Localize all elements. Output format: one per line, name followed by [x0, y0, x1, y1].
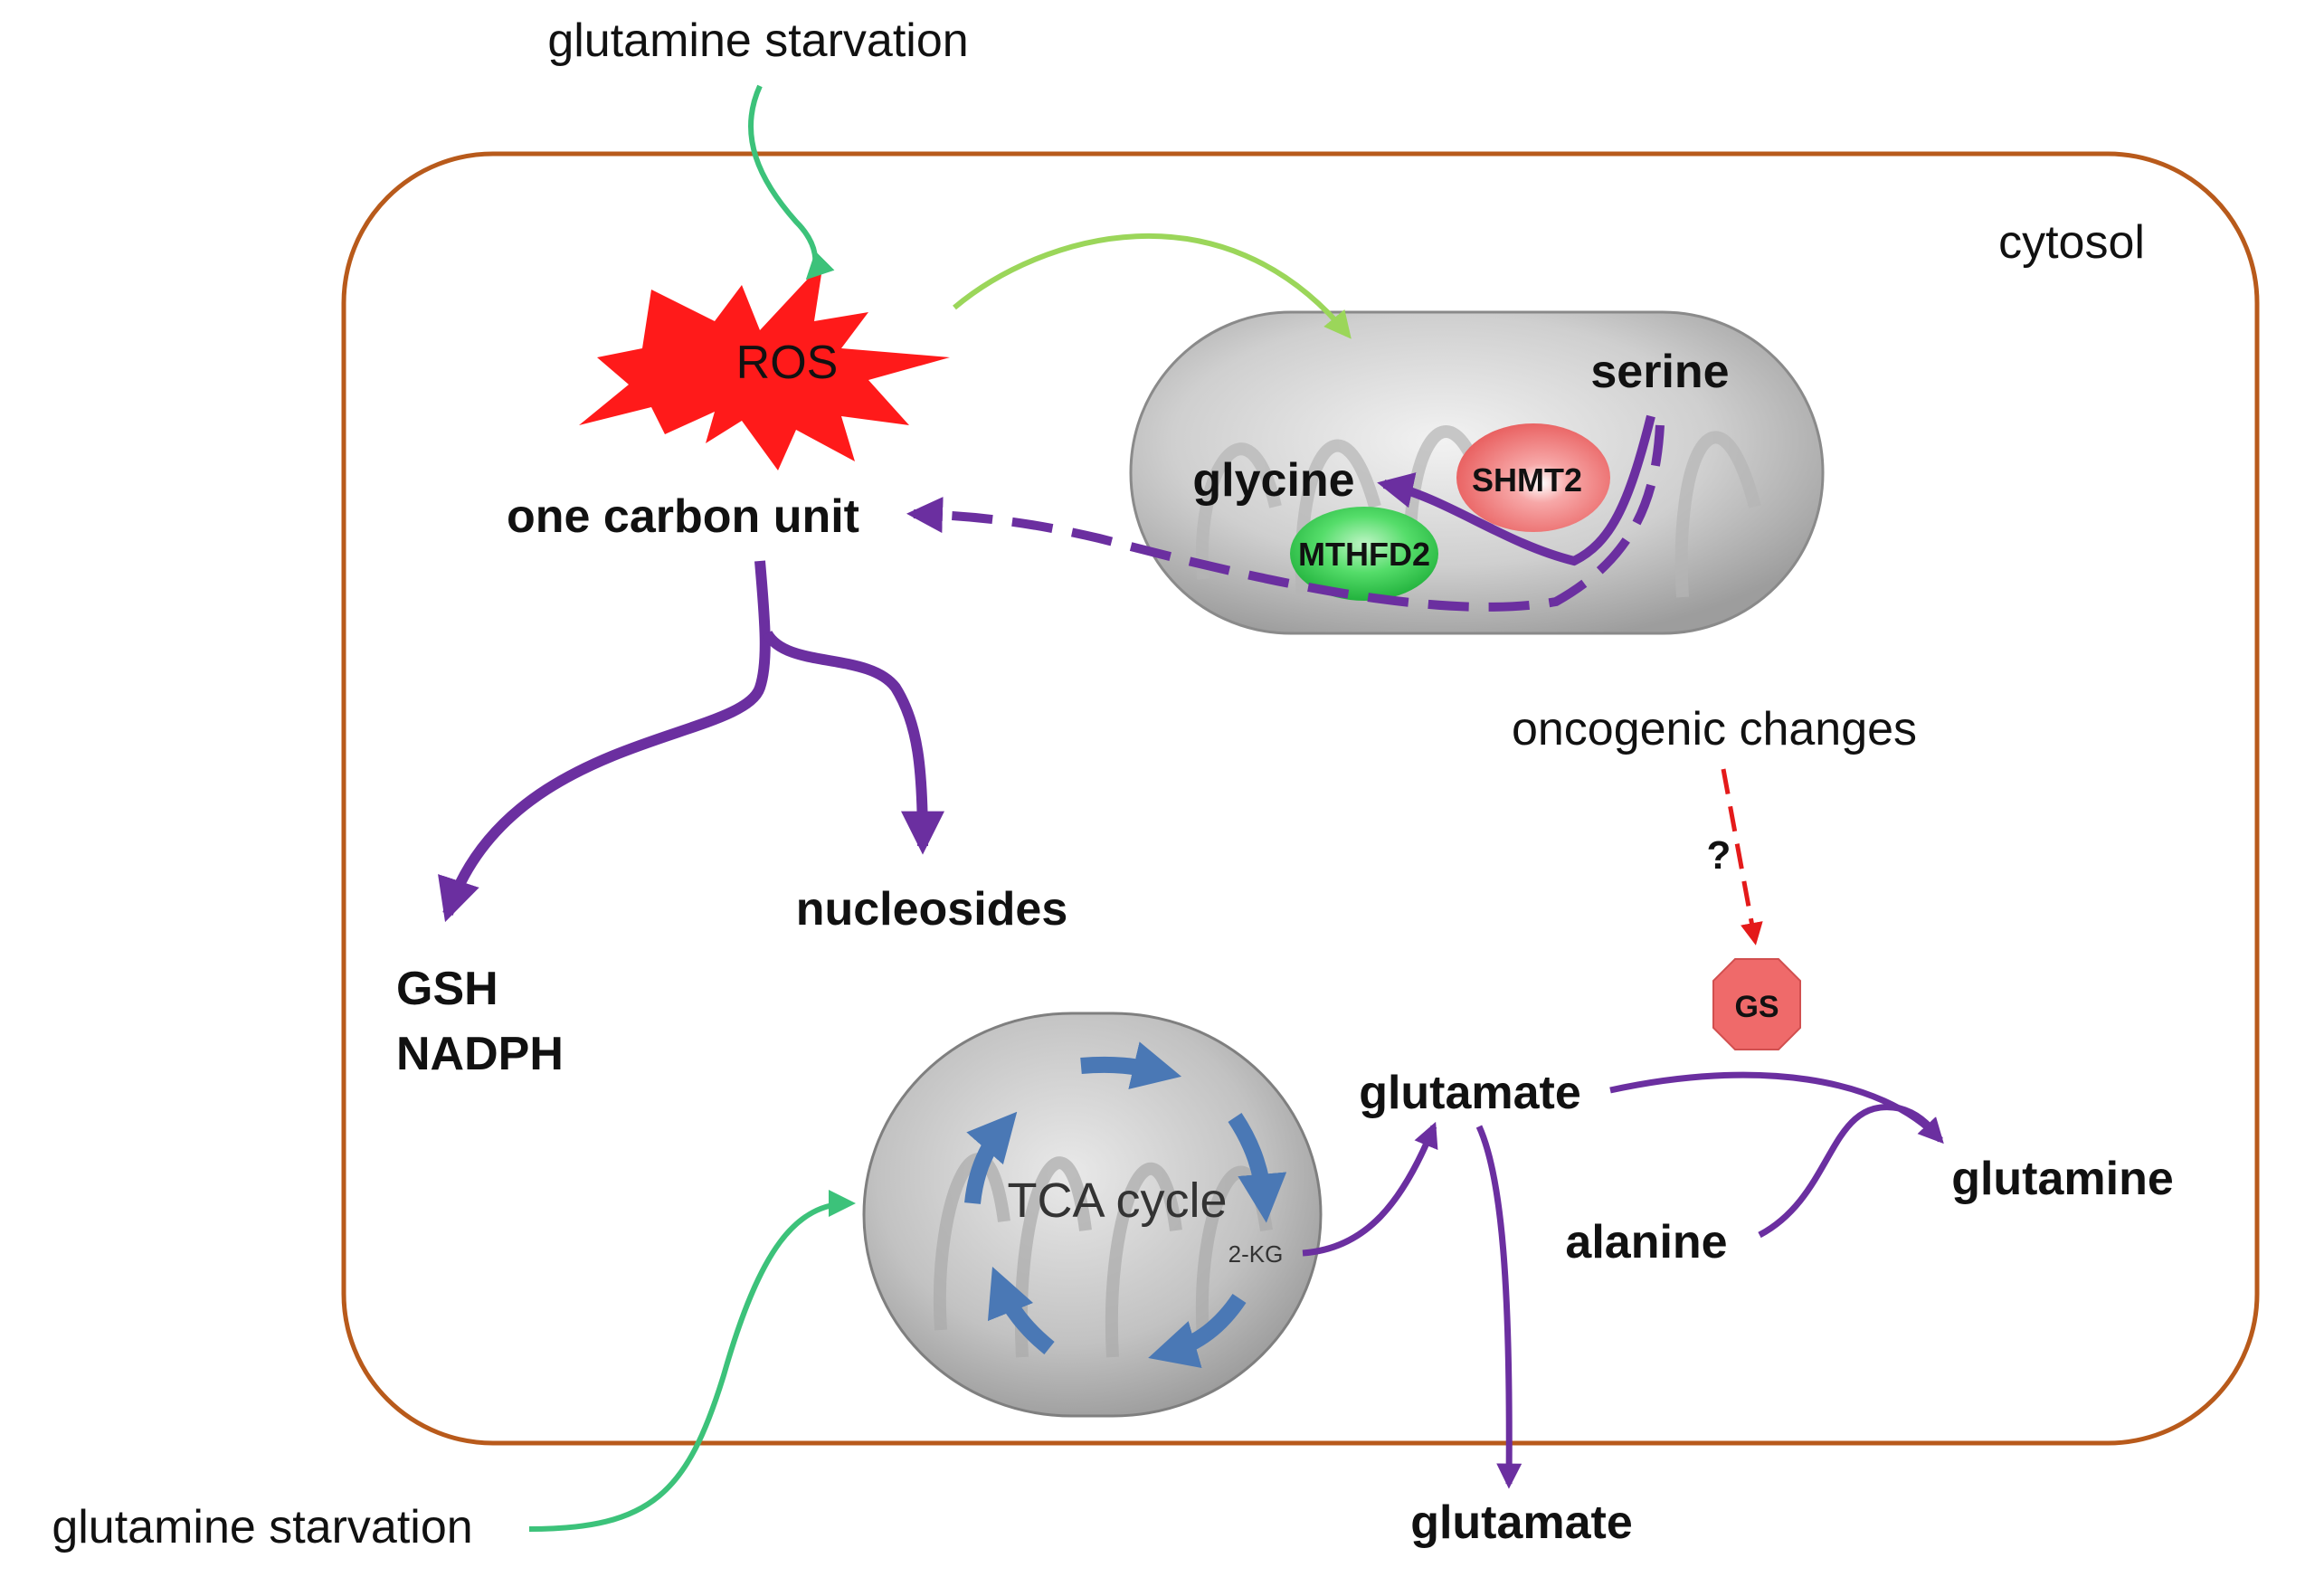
- gs-enzyme: [1712, 958, 1801, 1050]
- nucleosides-label: nucleosides: [796, 883, 1068, 936]
- one-carbon-to-gsh-arrow: [438, 560, 771, 923]
- glutamate-export-arrow: [1475, 1125, 1522, 1489]
- cell-membrane: [341, 151, 2260, 1446]
- glutamine-starvation-top-label: glutamine starvation: [547, 14, 968, 67]
- serine-label: serine: [1590, 346, 1729, 398]
- gs-label: GS: [1734, 990, 1779, 1024]
- glutamine-label: glutamine: [1951, 1153, 2174, 1205]
- tca-cycle-label: TCA cycle: [1007, 1173, 1227, 1228]
- nadph-label: NADPH: [396, 1028, 564, 1080]
- tca-cycle-arrows: [964, 1041, 1287, 1369]
- shmt2-label: SHMT2: [1472, 461, 1582, 499]
- oncogenic-to-gs-dashed-arrow: [1721, 768, 1763, 945]
- mthfd2-enzyme: [1290, 507, 1438, 601]
- serine-to-glycine-arrow: [1377, 414, 1655, 566]
- glycine-label: glycine: [1192, 454, 1354, 507]
- ros-burst: [579, 262, 950, 470]
- cytosol-label: cytosol: [1998, 216, 2145, 269]
- question-mark-label: ?: [1707, 833, 1731, 878]
- starvation-to-ros-arrow: [748, 84, 835, 280]
- glutamate-bottom-label: glutamate: [1410, 1496, 1633, 1549]
- serine-to-one-carbon-dashed-arrow: [906, 424, 1665, 612]
- shmt2-enzyme: [1456, 423, 1610, 532]
- oncogenic-changes-label: oncogenic changes: [1512, 703, 1917, 755]
- one-carbon-unit-label: one carbon unit: [507, 490, 859, 543]
- alanine-label: alanine: [1565, 1216, 1727, 1268]
- two-kg-to-glutamate-arrow: [1302, 1121, 1438, 1257]
- mthfd2-label: MTHFD2: [1298, 536, 1430, 573]
- glutamate-mid-label: glutamate: [1359, 1067, 1581, 1119]
- one-carbon-to-nucleosides-arrow: [762, 630, 944, 855]
- two-kg-label: 2-KG: [1228, 1240, 1284, 1268]
- alanine-to-glutamine-arrow: [1758, 1104, 1943, 1239]
- gsh-label: GSH: [396, 963, 498, 1015]
- ros-to-mitochondria-arrow: [953, 233, 1352, 339]
- glutamine-starvation-bottom-label: glutamine starvation: [52, 1501, 472, 1553]
- ros-label: ROS: [736, 337, 839, 389]
- starvation-to-tca-arrow: [528, 1190, 856, 1532]
